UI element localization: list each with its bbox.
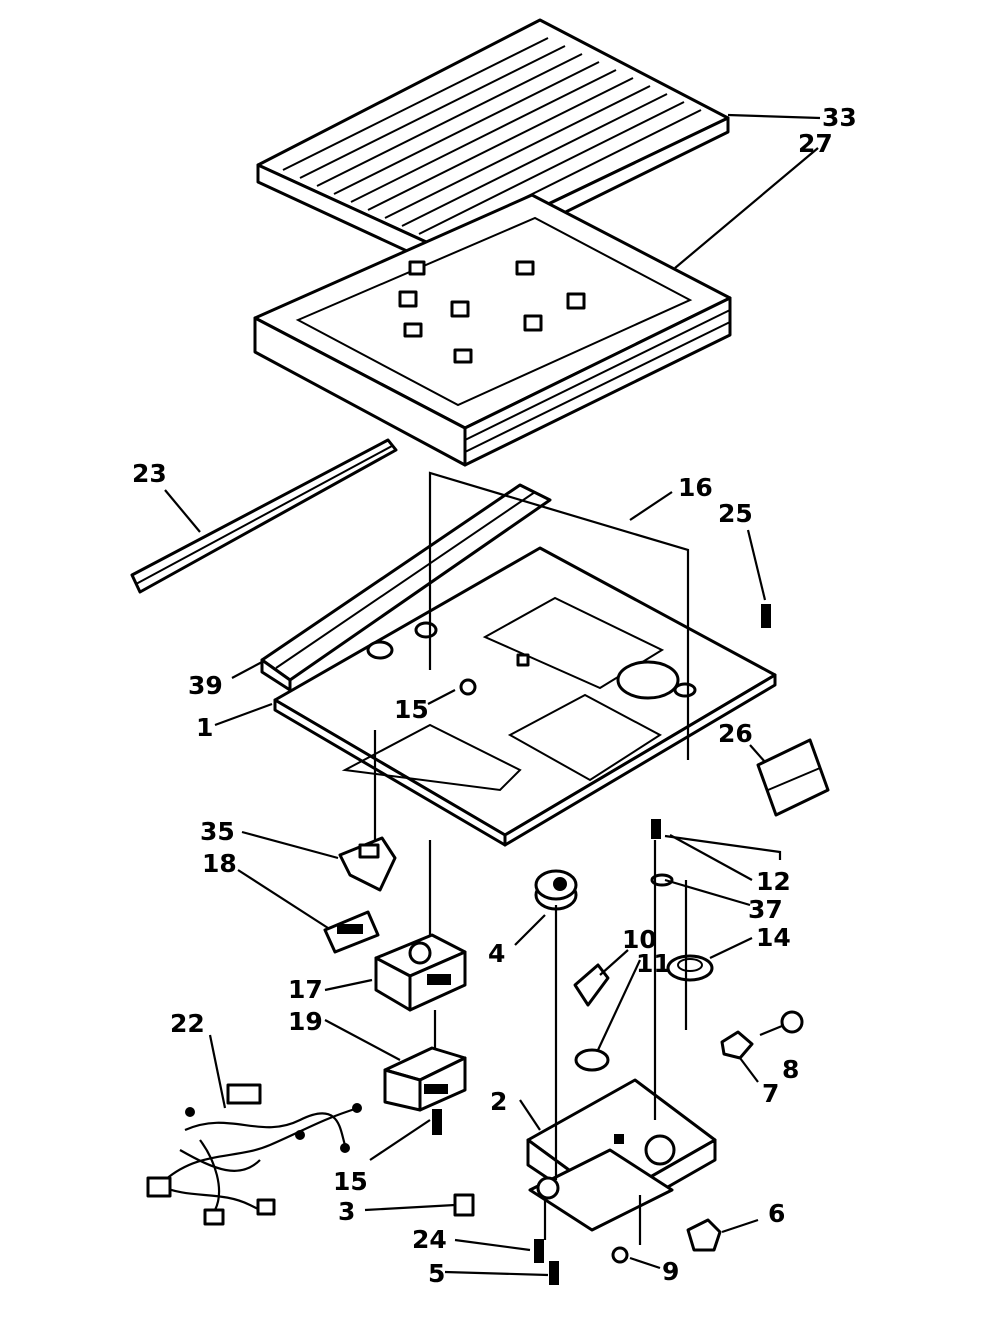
part-37-washer: [650, 873, 674, 887]
part-8-terminal: [759, 1010, 804, 1037]
callout-2: 2: [490, 1087, 507, 1116]
callout-33: 33: [822, 103, 857, 132]
callout-6: 6: [768, 1199, 785, 1228]
callout-35: 35: [200, 817, 235, 846]
part-26-bracket: [756, 738, 830, 817]
callout-7: 7: [762, 1079, 779, 1108]
callout-9: 9: [662, 1257, 679, 1286]
callout-26: 26: [718, 719, 753, 748]
part-27-frame-tray: [253, 193, 732, 467]
callout-24: 24: [412, 1225, 447, 1254]
callout-11: 11: [636, 949, 671, 978]
part-9-nut: [611, 1246, 629, 1264]
callout-8: 8: [782, 1055, 799, 1084]
part-35-clip: [338, 836, 397, 892]
callout-15-upper: 15: [394, 695, 429, 724]
part-3-clip: [453, 1193, 475, 1217]
part-5-screw: [549, 1261, 559, 1285]
callout-37: 37: [748, 895, 783, 924]
part-11-ring: [574, 1048, 610, 1072]
callout-5: 5: [428, 1259, 445, 1288]
callout-3: 3: [338, 1197, 355, 1226]
part-14-disc: [666, 954, 714, 982]
callout-12: 12: [756, 867, 791, 896]
part-25-screw: [761, 604, 771, 628]
callout-14: 14: [756, 923, 791, 952]
part-24-screw: [534, 1239, 544, 1263]
callout-labels: 33 27 23 16 25 39 15 1 26 35 18 12 37 4 …: [132, 103, 857, 1288]
part-39-front-bar: [260, 483, 552, 692]
callout-39: 39: [188, 671, 223, 700]
part-16-wire: [428, 471, 690, 760]
part-18-plate: [323, 910, 380, 954]
part-22-wiring-harness: [146, 1083, 362, 1226]
part-23-trim-strip: [130, 438, 398, 594]
callout-23: 23: [132, 459, 167, 488]
callout-1: 1: [196, 713, 213, 742]
callout-4: 4: [488, 939, 505, 968]
part-1-base-plate: [273, 546, 777, 847]
part-7-nut: [720, 1030, 754, 1060]
part-15-nut-upper: [459, 678, 477, 696]
callout-15-lower: 15: [333, 1167, 368, 1196]
part-19-housing: [383, 1046, 467, 1112]
callout-25: 25: [718, 499, 753, 528]
part-6-cap: [686, 1218, 722, 1252]
assembly-lines: [373, 730, 782, 1245]
callout-16: 16: [678, 473, 713, 502]
part-10-bracket: [573, 963, 610, 1007]
part-2-mounting-bracket: [526, 1078, 717, 1232]
part-12-screw: [651, 819, 661, 839]
callout-27: 27: [798, 129, 833, 158]
callout-10: 10: [622, 925, 657, 954]
callout-18: 18: [202, 849, 237, 878]
part-4-knob: [534, 869, 578, 911]
part-17-control-box: [374, 933, 467, 1012]
callout-leader-lines: [164, 113, 821, 1277]
callout-17: 17: [288, 975, 323, 1004]
callout-19: 19: [288, 1007, 323, 1036]
part-33-shelf-grille: [256, 18, 730, 272]
callout-22: 22: [170, 1009, 205, 1038]
part-15-screw-lower: [432, 1109, 442, 1135]
